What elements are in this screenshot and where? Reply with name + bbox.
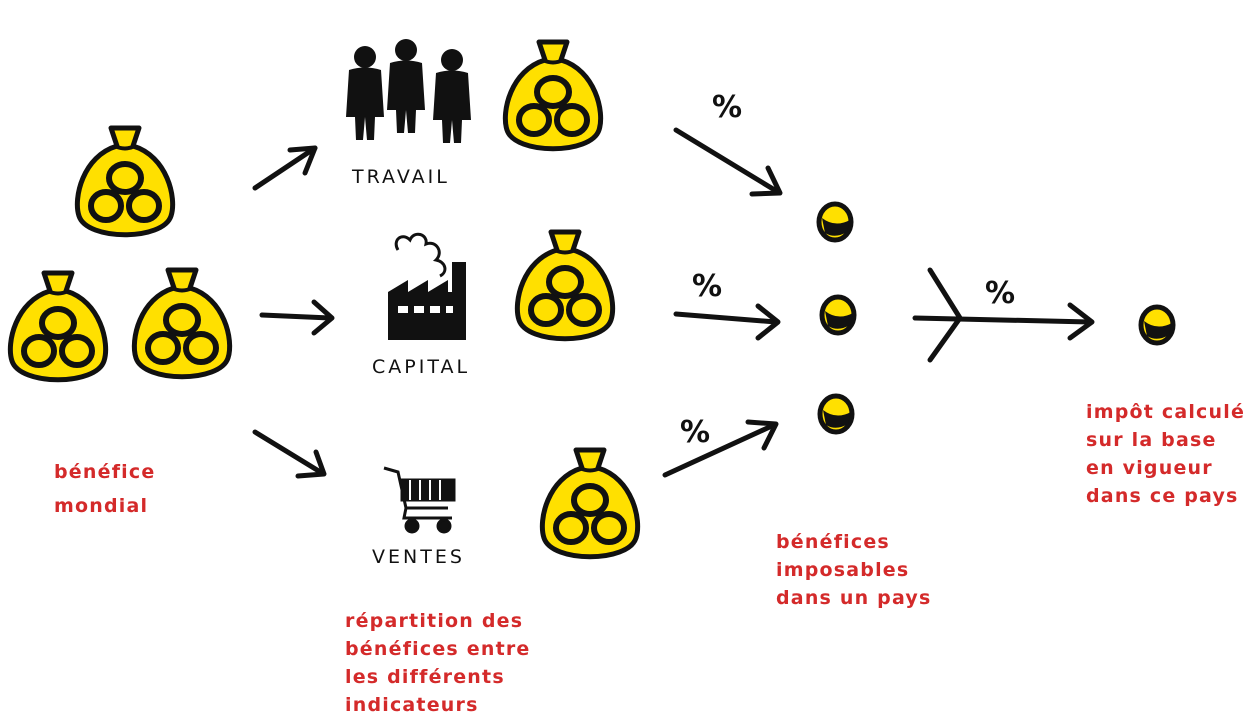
global-profit-label: bénéfice mondial <box>54 461 163 517</box>
factory-icon <box>388 232 466 340</box>
percent-label: % <box>680 415 710 450</box>
coin-icon <box>822 297 854 333</box>
money-bag-icon <box>517 232 612 339</box>
coin-icon <box>819 204 851 240</box>
capital-label: CAPITAL <box>372 356 470 378</box>
arrow-icon <box>912 267 1095 363</box>
money-bag-icon <box>10 273 105 380</box>
allocation-label: répartition des bénéfices entre les diff… <box>345 610 538 715</box>
labour-label: TRAVAIL <box>351 166 450 188</box>
arrow-icon <box>259 299 335 336</box>
percent-label: % <box>692 269 722 304</box>
money-bag-icon <box>505 42 600 149</box>
people-icon <box>346 39 471 143</box>
coin-icon <box>1141 307 1173 343</box>
arrow-icon <box>662 419 779 478</box>
taxable-profit-label: bénéfices imposables dans un pays <box>776 531 931 609</box>
coin-icon <box>820 396 852 432</box>
arrow-icon <box>252 145 318 191</box>
arrow-icon <box>673 303 781 341</box>
arrow-icon <box>252 429 327 479</box>
percent-label: % <box>985 276 1015 311</box>
money-bag-icon <box>134 270 229 377</box>
money-bag-icon <box>542 450 637 557</box>
sales-label: VENTES <box>372 546 465 568</box>
tax-label: impôt calculé sur la base en vigueur dan… <box>1086 401 1253 507</box>
arrow-icon <box>673 127 783 197</box>
percent-label: % <box>712 90 742 125</box>
shopping-cart-icon <box>383 466 456 534</box>
money-bag-icon <box>77 128 172 235</box>
